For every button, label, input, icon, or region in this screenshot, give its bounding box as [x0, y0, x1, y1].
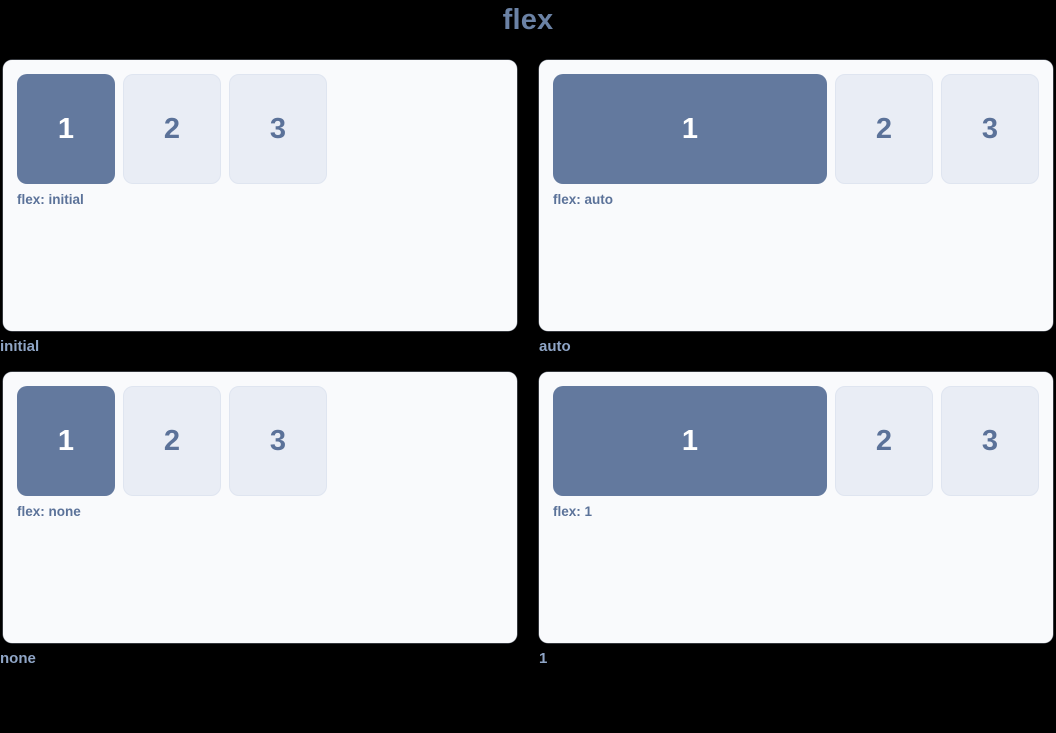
flex-item-1[interactable]: 1 — [553, 386, 827, 496]
flex-item-1[interactable]: 1 — [17, 386, 115, 496]
flex-value-label: flex: initial — [17, 192, 84, 207]
flex-item-2[interactable]: 2 — [123, 74, 221, 184]
flex-item-2[interactable]: 2 — [835, 386, 933, 496]
flex-item-2[interactable]: 2 — [835, 74, 933, 184]
flex-value-label: flex: 1 — [553, 504, 593, 519]
flex-row-initial: 1 2 3 — [17, 74, 503, 184]
demo-caption: 1 — [539, 650, 548, 667]
flex-container-one: 1 2 3 flex: 1 — [539, 372, 1053, 643]
demo-caption: auto — [539, 338, 571, 355]
flex-container-initial: 1 2 3 flex: initial — [3, 60, 517, 331]
flex-item-2[interactable]: 2 — [123, 386, 221, 496]
demo-cell-one: 1 2 3 flex: 1 1 — [539, 372, 1053, 667]
demo-caption: initial — [0, 338, 40, 355]
flex-row-one: 1 2 3 — [553, 386, 1039, 496]
flex-container-auto: 1 2 3 flex: auto — [539, 60, 1053, 331]
flex-row-none: 1 2 3 — [17, 386, 503, 496]
page-title: flex — [502, 4, 554, 36]
flex-row-auto: 1 2 3 — [553, 74, 1039, 184]
flex-item-1[interactable]: 1 — [17, 74, 115, 184]
flex-item-1[interactable]: 1 — [553, 74, 827, 184]
flex-value-label: flex: auto — [553, 192, 614, 207]
demo-caption: none — [0, 650, 36, 667]
flex-container-none: 1 2 3 flex: none — [3, 372, 517, 643]
flex-value-label: flex: none — [17, 504, 81, 519]
flex-item-3[interactable]: 3 — [941, 74, 1039, 184]
demo-cell-initial: 1 2 3 flex: initial initial — [0, 60, 517, 355]
flex-item-3[interactable]: 3 — [941, 386, 1039, 496]
demo-cell-auto: 1 2 3 flex: auto auto — [539, 60, 1053, 355]
flex-item-3[interactable]: 3 — [229, 74, 327, 184]
flex-item-3[interactable]: 3 — [229, 386, 327, 496]
demo-cell-none: 1 2 3 flex: none none — [0, 372, 517, 667]
